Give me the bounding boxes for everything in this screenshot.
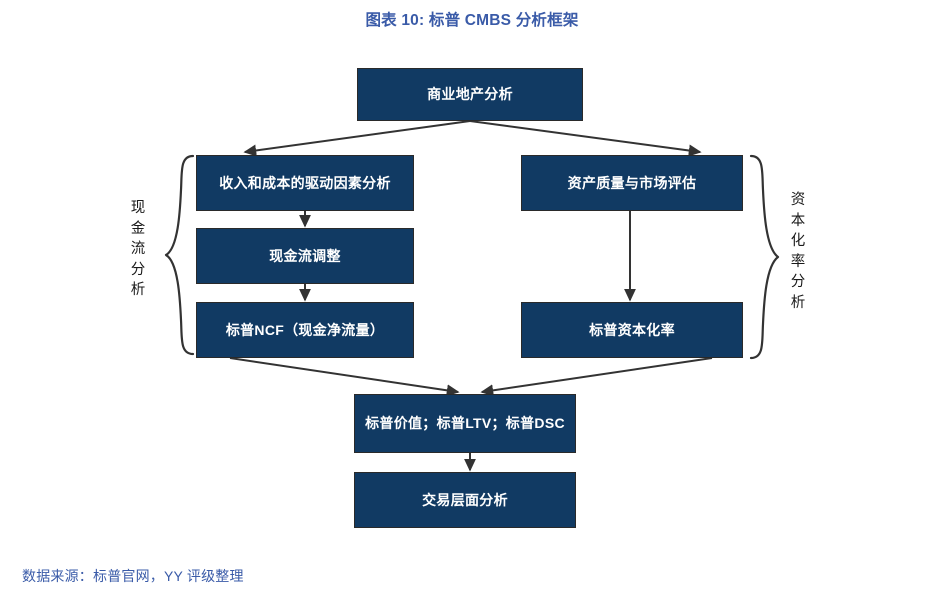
edge-top-to-right1: [469, 120, 702, 157]
node-asset-quality-market-assessment[interactable]: 资产质量与市场评估: [521, 155, 743, 211]
source-note: 数据来源：标普官网，YY 评级整理: [22, 568, 244, 584]
edge-right2-to-merge: [480, 357, 713, 397]
node-cashflow-adjustment[interactable]: 现金流调整: [196, 228, 414, 284]
brace-label-right-char-2: 本: [790, 212, 806, 229]
node-transaction-level-analysis[interactable]: 交易层面分析: [354, 472, 576, 528]
brace-label-left-char-3: 流: [130, 241, 146, 258]
brace-label-left: 现 金 流 分 析: [127, 198, 149, 301]
brace-label-right-char-4: 率: [790, 253, 806, 270]
left-brace: [164, 154, 195, 356]
node-sp-value-ltv-dsc[interactable]: 标普价值；标普LTV；标普DSC: [354, 394, 576, 453]
brace-label-left-char-2: 金: [130, 220, 146, 237]
brace-label-left-char-4: 分: [130, 261, 146, 278]
node-revenue-cost-drivers[interactable]: 收入和成本的驱动因素分析: [196, 155, 414, 211]
brace-label-right-char-6: 析: [790, 294, 806, 311]
right-brace: [749, 154, 780, 360]
brace-label-right: 资 本 化 率 分 析: [787, 190, 809, 313]
brace-label-right-char-3: 化: [790, 233, 806, 250]
brace-label-right-char-5: 分: [790, 274, 806, 291]
edge-top-to-left1: [243, 120, 471, 157]
node-commercial-property-analysis[interactable]: 商业地产分析: [357, 68, 583, 121]
brace-label-right-char-1: 资: [790, 192, 806, 208]
node-sp-cap-rate[interactable]: 标普资本化率: [521, 302, 743, 358]
brace-label-left-char-5: 析: [130, 282, 146, 299]
figure-title: 图表 10: 标普 CMBS 分析框架: [365, 12, 579, 29]
edge-left3-to-merge: [229, 357, 460, 397]
node-sp-ncf[interactable]: 标普NCF（现金净流量）: [196, 302, 414, 358]
brace-label-left-char-1: 现: [130, 200, 146, 216]
